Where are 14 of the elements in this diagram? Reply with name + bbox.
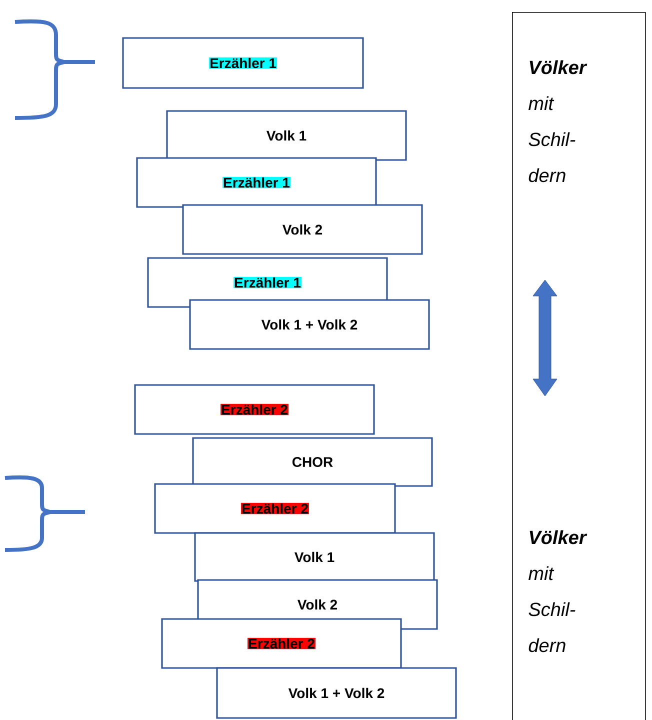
- panel-text: Völker mit Schil-dern: [528, 60, 588, 182]
- text-box: CHOR: [192, 437, 433, 487]
- text-box: Erzähler 1: [136, 157, 377, 208]
- side-panel: [512, 12, 646, 720]
- text-box: Erzähler 1: [122, 37, 364, 89]
- text-box: Erzähler 2: [134, 384, 375, 435]
- panel-text: Völker mit Schil-dern: [528, 530, 588, 652]
- text-box: Volk 1 + Volk 2: [189, 299, 430, 350]
- text-box: Erzähler 2: [161, 618, 402, 669]
- text-box: Volk 1: [166, 110, 407, 161]
- text-box: Erzähler 2: [154, 483, 396, 534]
- text-box: Volk 1 + Volk 2: [216, 667, 457, 719]
- text-box: Volk 2: [182, 204, 423, 255]
- text-box: Volk 1: [194, 532, 435, 582]
